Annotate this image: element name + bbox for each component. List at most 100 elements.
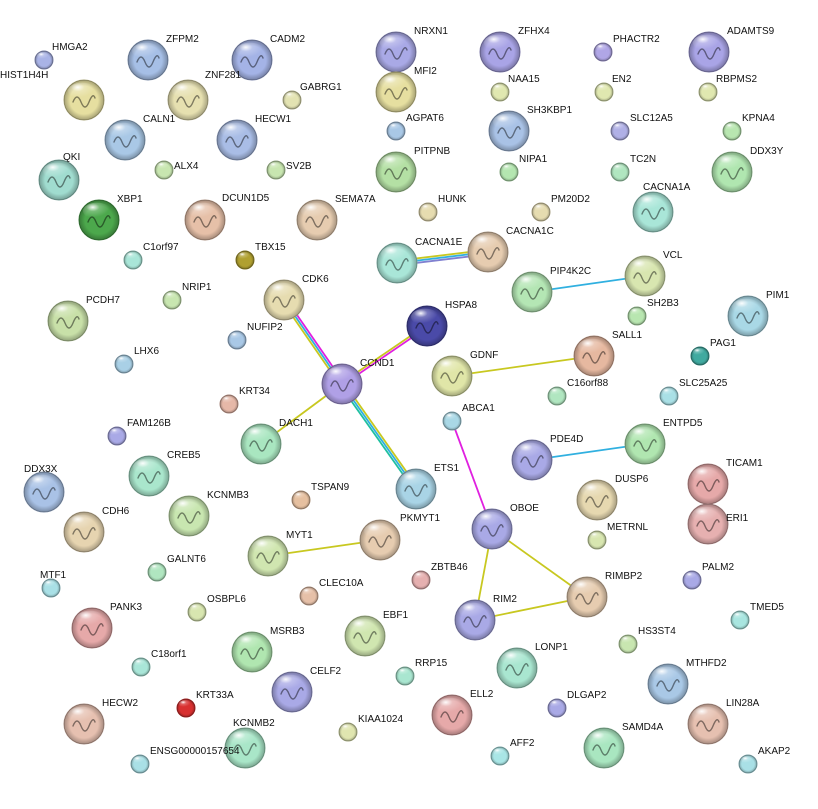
node-hist1h4h[interactable]: HIST1H4H xyxy=(0,70,105,121)
node-mthfd2[interactable]: MTHFD2 xyxy=(647,658,727,705)
node-kpna4[interactable]: KPNA4 xyxy=(722,113,775,141)
node-zbtb46[interactable]: ZBTB46 xyxy=(411,562,468,590)
node-pcdh7[interactable]: PCDH7 xyxy=(47,295,120,342)
node-nufip2[interactable]: NUFIP2 xyxy=(227,322,283,350)
node-aff2[interactable]: AFF2 xyxy=(490,738,535,766)
node-lin28a[interactable]: LIN28A xyxy=(687,698,760,745)
node-mtf1[interactable]: MTF1 xyxy=(40,570,67,598)
node-oboe[interactable]: OBOE xyxy=(471,503,539,550)
node-slc12a5[interactable]: SLC12A5 xyxy=(610,113,673,141)
node-ddx3x[interactable]: DDX3X xyxy=(23,464,65,513)
node-pde4d[interactable]: PDE4D xyxy=(511,434,583,481)
node-c1orf97[interactable]: C1orf97 xyxy=(123,242,179,270)
node-vcl[interactable]: VCL xyxy=(624,250,683,297)
node-ets1[interactable]: ETS1 xyxy=(395,463,459,510)
node-fam126b[interactable]: FAM126B xyxy=(107,418,171,446)
node-cacna1e[interactable]: CACNA1E xyxy=(376,237,463,284)
node-abca1[interactable]: ABCA1 xyxy=(442,403,495,431)
node-alx4[interactable]: ALX4 xyxy=(154,160,199,180)
node-cacna1c[interactable]: CACNA1C xyxy=(467,226,554,273)
node-zfpm2[interactable]: ZFPM2 xyxy=(127,34,199,81)
node-naa15[interactable]: NAA15 xyxy=(490,74,540,102)
node-celf2[interactable]: CELF2 xyxy=(271,666,342,713)
node-pank3[interactable]: PANK3 xyxy=(71,602,142,649)
node-gabrg1[interactable]: GABRG1 xyxy=(282,82,342,110)
node-pim1[interactable]: PIM1 xyxy=(727,290,790,337)
node-rim2[interactable]: RIM2 xyxy=(454,594,517,641)
node-rimbp2[interactable]: RIMBP2 xyxy=(566,571,643,618)
node-kcnmb2[interactable]: KCNMB2 xyxy=(224,718,275,769)
node-pip4k2c[interactable]: PIP4K2C xyxy=(511,266,591,313)
node-cdk6[interactable]: CDK6 xyxy=(263,274,329,321)
node-hecw2[interactable]: HECW2 xyxy=(63,698,139,745)
node-eri1[interactable]: ERI1 xyxy=(687,503,749,545)
node-nipa1[interactable]: NIPA1 xyxy=(499,154,548,182)
node-gdnf[interactable]: GDNF xyxy=(431,350,498,397)
node-ell2[interactable]: ELL2 xyxy=(431,689,494,736)
node-en2[interactable]: EN2 xyxy=(594,74,632,102)
node-sh2b3[interactable]: SH2B3 xyxy=(627,298,679,326)
node-ebf1[interactable]: EBF1 xyxy=(344,610,408,657)
node-hs3st4[interactable]: HS3ST4 xyxy=(618,626,676,654)
node-adamts9[interactable]: ADAMTS9 xyxy=(688,26,775,73)
node-pm20d2[interactable]: PM20D2 xyxy=(531,194,590,222)
node-kiaa1024[interactable]: KIAA1024 xyxy=(338,714,403,742)
node-dusp6[interactable]: DUSP6 xyxy=(576,474,649,521)
node-msrb3[interactable]: MSRB3 xyxy=(231,626,305,673)
node-nrip1[interactable]: NRIP1 xyxy=(162,282,212,310)
node-tbx15[interactable]: TBX15 xyxy=(235,242,286,270)
node-hecw1[interactable]: HECW1 xyxy=(216,114,292,161)
node-ticam1[interactable]: TICAM1 xyxy=(687,458,763,505)
node-dlgap2[interactable]: DLGAP2 xyxy=(547,690,607,718)
node-pkmyt1[interactable]: PKMYT1 xyxy=(359,513,440,561)
node-sv2b[interactable]: SV2B xyxy=(266,160,312,180)
node-dach1[interactable]: DACH1 xyxy=(240,418,313,465)
node-sh3kbp1[interactable]: SH3KBP1 xyxy=(488,105,572,152)
node-hunk[interactable]: HUNK xyxy=(418,194,467,222)
node-hmga2[interactable]: HMGA2 xyxy=(34,42,88,70)
node-palm2[interactable]: PALM2 xyxy=(682,562,734,590)
node-metrnl[interactable]: METRNL xyxy=(587,522,649,550)
node-krt34[interactable]: KRT34 xyxy=(219,386,270,414)
node-cacna1a[interactable]: CACNA1A xyxy=(632,182,691,233)
node-clec10a[interactable]: CLEC10A xyxy=(299,578,364,606)
node-zfhx4[interactable]: ZFHX4 xyxy=(479,26,550,73)
node-dcun1d5[interactable]: DCUN1D5 xyxy=(184,193,270,241)
node-myt1[interactable]: MYT1 xyxy=(247,530,313,577)
node-pag1[interactable]: PAG1 xyxy=(690,338,736,366)
node-qki[interactable]: QKI xyxy=(38,152,80,201)
node-lhx6[interactable]: LHX6 xyxy=(114,346,159,374)
node-kcnmb3[interactable]: KCNMB3 xyxy=(168,490,249,537)
node-ddx3y[interactable]: DDX3Y xyxy=(711,146,784,193)
node-creb5[interactable]: CREB5 xyxy=(128,450,201,497)
node-caln1[interactable]: CALN1 xyxy=(104,114,176,161)
node-osbpl6[interactable]: OSBPL6 xyxy=(187,594,246,622)
node-rrp15[interactable]: RRP15 xyxy=(395,658,448,686)
node-xbp1[interactable]: XBP1 xyxy=(78,194,143,241)
node-c16orf88[interactable]: C16orf88 xyxy=(547,378,609,406)
node-samd4a[interactable]: SAMD4A xyxy=(583,722,663,769)
node-lonp1[interactable]: LONP1 xyxy=(496,642,568,689)
node-rbpms2[interactable]: RBPMS2 xyxy=(698,74,758,102)
node-tspan9[interactable]: TSPAN9 xyxy=(291,482,350,510)
node-pitpnb[interactable]: PITPNB xyxy=(375,146,450,193)
node-sall1[interactable]: SALL1 xyxy=(573,330,642,377)
node-agpat6[interactable]: AGPAT6 xyxy=(386,113,444,141)
node-slc25a25[interactable]: SLC25A25 xyxy=(659,378,728,406)
node-akap2[interactable]: AKAP2 xyxy=(738,746,791,774)
node-tc2n[interactable]: TC2N xyxy=(610,154,656,182)
node-galnt6[interactable]: GALNT6 xyxy=(147,554,206,582)
node-sema7a[interactable]: SEMA7A xyxy=(296,194,376,241)
node-c18orf1[interactable]: C18orf1 xyxy=(131,649,187,677)
node-ensg00000157654[interactable]: ENSG00000157654 xyxy=(130,746,240,774)
node-cdh6[interactable]: CDH6 xyxy=(63,506,130,553)
node-znf281[interactable]: ZNF281 xyxy=(167,70,242,121)
node-cadm2[interactable]: CADM2 xyxy=(231,34,305,81)
node-tmed5[interactable]: TMED5 xyxy=(730,602,784,630)
node-entpd5[interactable]: ENTPD5 xyxy=(624,418,703,465)
node-krt33a[interactable]: KRT33A xyxy=(176,690,234,718)
node-nrxn1[interactable]: NRXN1 xyxy=(375,26,448,73)
node-ccnd1[interactable]: CCND1 xyxy=(321,358,395,405)
node-mfi2[interactable]: MFI2 xyxy=(375,66,437,113)
node-hspa8[interactable]: HSPA8 xyxy=(406,300,477,347)
